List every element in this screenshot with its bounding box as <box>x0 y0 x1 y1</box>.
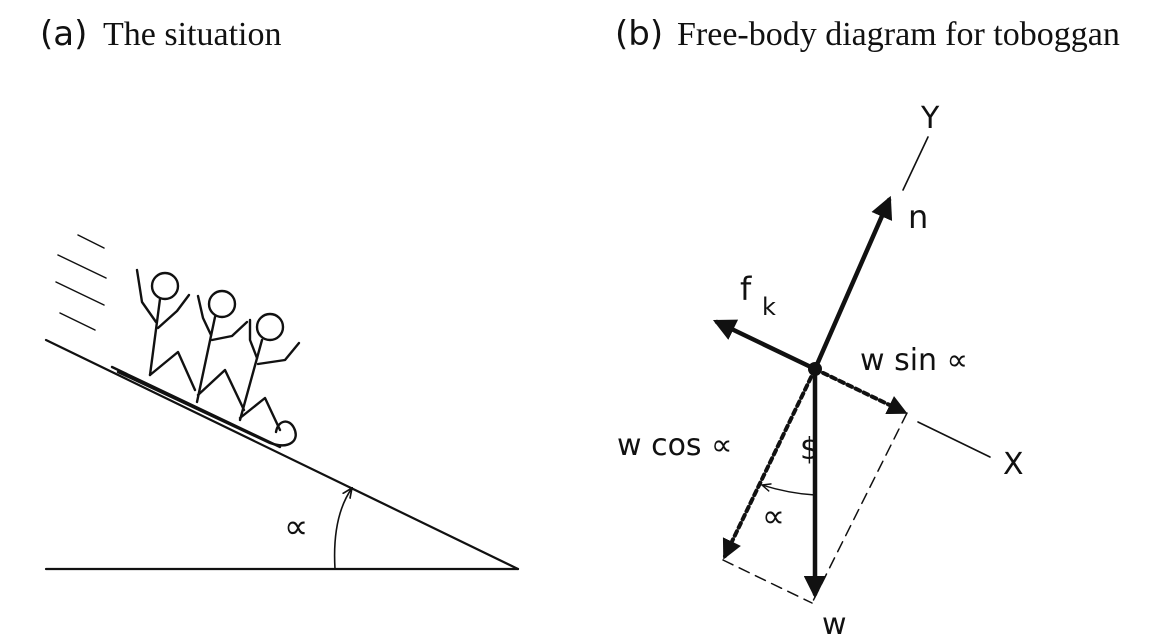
y-axis-label: Y <box>920 101 940 136</box>
incline-scene: ∝ <box>44 234 520 571</box>
panel-a-title: The situation <box>103 16 281 53</box>
incline-angle-arc <box>333 488 352 570</box>
incline-angle-label: ∝ <box>284 507 308 547</box>
panel-b-letter: (b) <box>615 14 663 54</box>
panel-a-caption: (a) The situation <box>40 14 281 54</box>
friction-force-label: f <box>740 270 752 308</box>
panel-a-letter: (a) <box>40 14 87 54</box>
x-axis <box>917 421 991 458</box>
slope-line <box>44 338 520 571</box>
strike-mark: $ <box>800 432 819 467</box>
weight-sin-component-arrow <box>813 367 908 415</box>
x-axis-label: X <box>1003 447 1024 482</box>
component-construction-lines <box>722 412 908 604</box>
normal-force-label: n <box>908 198 928 236</box>
panel-b-caption: (b) Free-body diagram for toboggan <box>615 14 1120 54</box>
normal-force-arrow <box>812 195 893 372</box>
weight-label: w <box>822 607 847 642</box>
panel-b-title: Free-body diagram for toboggan <box>677 16 1120 53</box>
toboggan-riders <box>110 268 301 449</box>
body-point <box>808 362 822 376</box>
fbd-angle-label: ∝ <box>762 497 785 535</box>
fbd-angle-arc <box>762 485 816 496</box>
free-body-diagram: Y X n f k w sin ∝ w cos ∝ w $ ∝ <box>617 101 1024 642</box>
friction-force-subscript: k <box>762 293 776 321</box>
friction-force-arrow <box>712 319 818 372</box>
weight-sin-label: w sin ∝ <box>860 343 968 378</box>
weight-cos-label: w cos ∝ <box>617 428 733 463</box>
motion-lines <box>55 234 107 331</box>
weight-cos-component-arrow <box>722 367 817 560</box>
y-axis <box>902 136 929 191</box>
